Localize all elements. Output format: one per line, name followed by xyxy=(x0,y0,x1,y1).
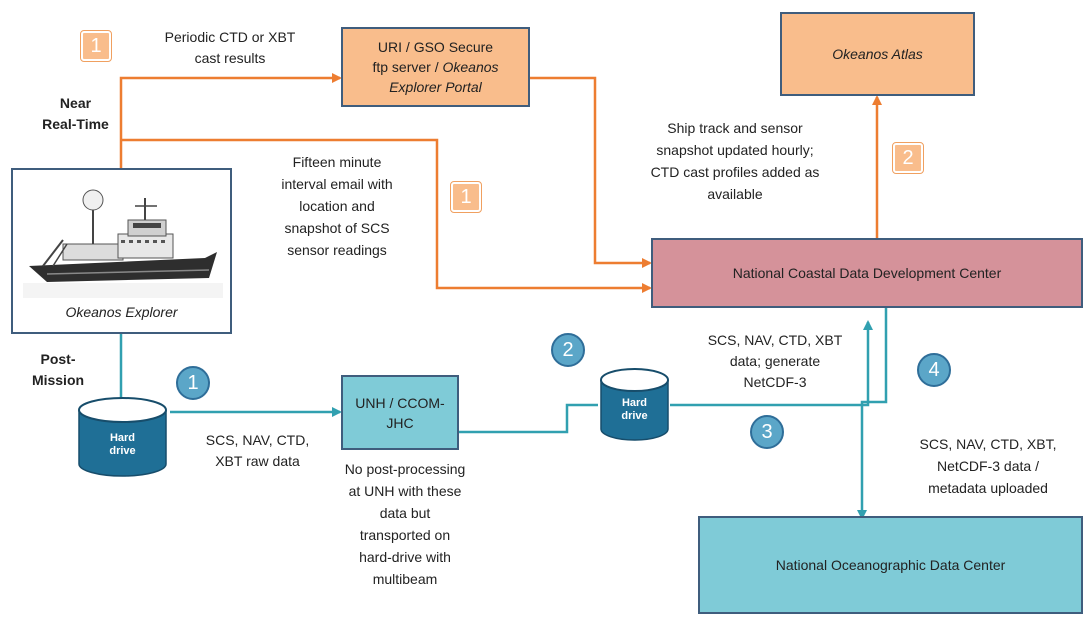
arrow-ncddc-to-nodc xyxy=(857,308,888,520)
hard-drive-1 xyxy=(78,397,167,477)
hard-drive-1-label: Hard drive xyxy=(75,432,170,458)
netcdf-gen-line2: data; generate xyxy=(729,353,821,369)
near-real-time-label: Near Real-Time xyxy=(28,93,123,135)
arrow-ship-to-gso xyxy=(119,73,342,168)
near-real-time-line1: Near xyxy=(59,95,92,111)
badge-circle-4: 4 xyxy=(917,353,951,387)
hard-drive-2 xyxy=(600,368,669,441)
uploaded-line2: NetCDF-3 data / xyxy=(937,458,1039,474)
gso-line2: ftp server / xyxy=(372,59,443,75)
post-mission-line1: Post- xyxy=(40,351,76,367)
unh-box: UNH / CCOM-JHC xyxy=(341,375,459,450)
post-mission-line2: Mission xyxy=(31,372,85,388)
fifteen-line1: Fifteen minute xyxy=(292,154,382,170)
raw-data-text: SCS, NAV, CTD, XBT raw data xyxy=(190,430,325,472)
arrow-ship-to-ncddc-email xyxy=(121,138,652,293)
nodc-box: National Oceanographic Data Center xyxy=(698,516,1083,614)
hard-drive-2-label: Hard drive xyxy=(598,397,671,423)
badge-orange-1a: 1 xyxy=(80,30,112,62)
no-post-line1: No post-processing xyxy=(344,461,466,477)
fifteen-line4: snapshot of SCS xyxy=(284,220,390,236)
ship-caption: Okeanos Explorer xyxy=(13,302,230,323)
no-post-processing-text: No post-processing at UNH with these dat… xyxy=(330,458,480,590)
unh-label: UNH / CCOM-JHC xyxy=(355,394,445,431)
gso-line1: URI / GSO Secure xyxy=(377,39,494,55)
raw-data-line2: XBT raw data xyxy=(215,453,300,469)
no-post-line4: transported on xyxy=(359,527,451,543)
nodc-label: National Oceanographic Data Center xyxy=(775,557,1006,573)
ship-track-line1: Ship track and sensor xyxy=(667,120,803,136)
badge-orange-2: 2 xyxy=(892,142,924,174)
uploaded-line1: SCS, NAV, CTD, XBT, xyxy=(919,436,1057,452)
ship-caption-text: Okeanos Explorer xyxy=(65,304,178,320)
arrow-drive2-to-ncddc xyxy=(670,320,873,407)
gso-line3-italic: Explorer Portal xyxy=(389,79,482,95)
gso-ftp-box: URI / GSO Secure ftp server / Okeanos Ex… xyxy=(341,27,530,107)
hard-drive-2-line1: Hard xyxy=(621,397,648,409)
fifteen-minute-text: Fifteen minute interval email with locat… xyxy=(252,151,422,261)
badge-circle-2: 2 xyxy=(551,333,585,367)
periodic-line2: cast results xyxy=(194,50,266,66)
ship-track-text: Ship track and sensor snapshot updated h… xyxy=(630,117,840,205)
ncddc-label: National Coastal Data Development Center xyxy=(732,265,1002,281)
ship-box: Okeanos Explorer xyxy=(11,168,232,334)
ncddc-box: National Coastal Data Development Center xyxy=(651,238,1083,308)
no-post-line5: hard-drive with xyxy=(359,549,451,565)
atlas-label: Okeanos Atlas xyxy=(832,46,923,62)
okeanos-atlas-box: Okeanos Atlas xyxy=(780,12,975,96)
arrow-gso-to-ncddc xyxy=(530,76,652,268)
periodic-text: Periodic CTD or XBT cast results xyxy=(140,27,320,69)
no-post-line2: at UNH with these xyxy=(348,483,462,499)
ship-track-line2: snapshot updated hourly; xyxy=(656,142,814,158)
periodic-line1: Periodic CTD or XBT xyxy=(164,29,296,45)
no-post-line3: data but xyxy=(379,505,431,521)
no-post-line6: multibeam xyxy=(372,571,438,587)
netcdf-generate-text: SCS, NAV, CTD, XBT data; generate NetCDF… xyxy=(690,330,860,393)
hard-drive-2-line2: drive xyxy=(621,410,648,422)
ship-track-line4: available xyxy=(707,186,763,202)
netcdf-gen-line1: SCS, NAV, CTD, XBT xyxy=(707,332,843,348)
near-real-time-line2: Real-Time xyxy=(42,116,109,132)
fifteen-line3: location and xyxy=(299,198,375,214)
fifteen-line2: interval email with xyxy=(281,176,393,192)
badge-circle-1: 1 xyxy=(176,366,210,400)
uploaded-line3: metadata uploaded xyxy=(928,480,1048,496)
ship-image xyxy=(23,189,223,298)
uploaded-text: SCS, NAV, CTD, XBT, NetCDF-3 data / meta… xyxy=(893,433,1083,499)
post-mission-label: Post- Mission xyxy=(18,349,98,391)
hard-drive-1-line1: Hard xyxy=(109,432,136,444)
ship-track-line3: CTD cast profiles added as xyxy=(650,164,820,180)
raw-data-line1: SCS, NAV, CTD, xyxy=(205,432,310,448)
badge-orange-1b: 1 xyxy=(450,181,482,213)
fifteen-line5: sensor readings xyxy=(287,242,387,258)
badge-circle-3: 3 xyxy=(750,415,784,449)
gso-line2-italic: Okeanos xyxy=(442,59,499,75)
arrow-unh-to-drive2 xyxy=(458,403,598,434)
hard-drive-1-line2: drive xyxy=(109,445,136,457)
netcdf-gen-line3: NetCDF-3 xyxy=(743,374,807,390)
